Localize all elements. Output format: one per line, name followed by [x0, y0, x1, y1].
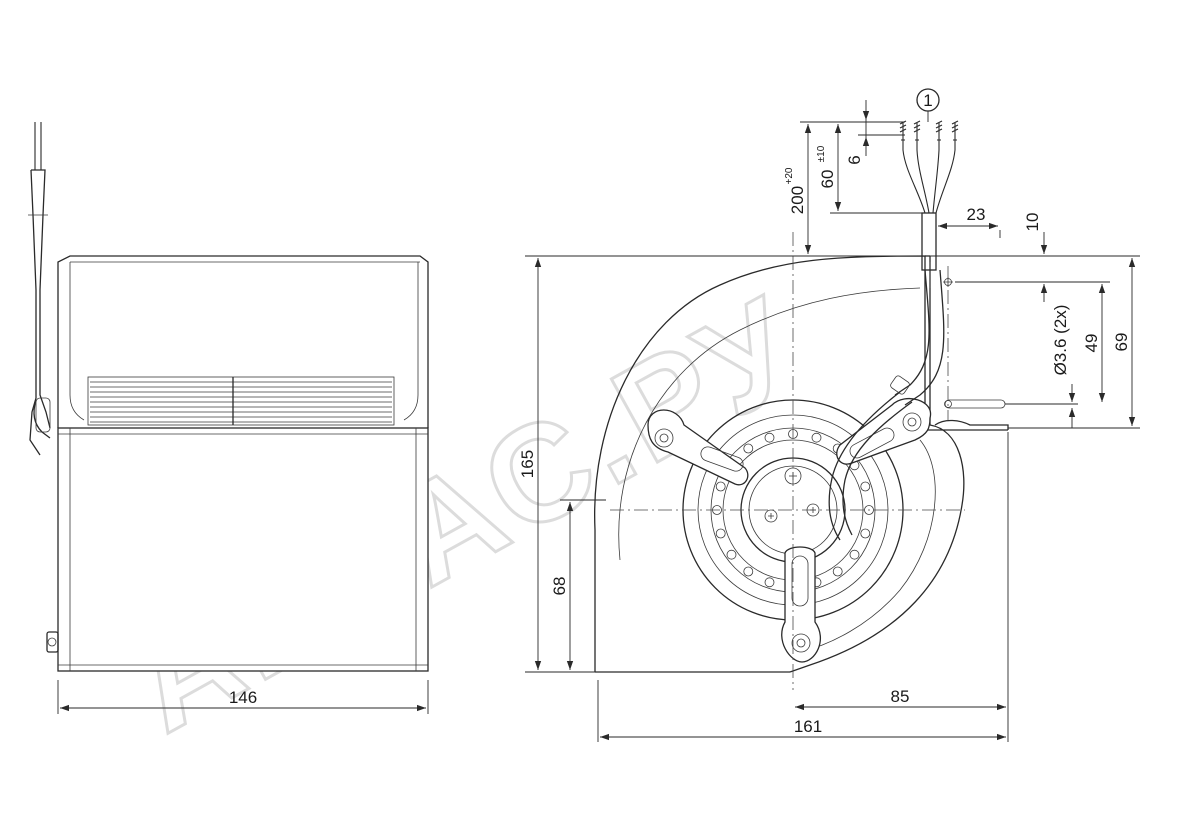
dim-height-outlet: 68 [550, 577, 569, 596]
rotor-hole [811, 432, 822, 443]
dim-mount-hole: Ø3.6 (2x) [1051, 305, 1070, 376]
wire-bundle [901, 123, 957, 214]
rotor-hole [849, 549, 860, 560]
wire-tip-strand [899, 124, 907, 129]
cable-sleeve [921, 212, 937, 271]
dim-width-right: 85 [891, 687, 910, 706]
rotor-hole [726, 549, 737, 560]
wire-tip-strand [951, 120, 959, 125]
dim-cable-offset: 23 [967, 205, 986, 224]
side-motor-body [57, 427, 429, 672]
mount-arm-left [647, 409, 749, 486]
wire-tip-strand [899, 128, 907, 133]
wire-tip-strand [951, 128, 959, 133]
rotor-hole [860, 528, 871, 539]
rotor-hole [764, 432, 775, 443]
mount-arm-right [836, 397, 932, 465]
mount-arm-bottom [781, 546, 821, 663]
wire-tip-strand [913, 128, 921, 133]
dim-mount-top: 10 [1023, 213, 1042, 232]
wire-tip-strand [913, 120, 921, 125]
dim-cable-length-tol: +20 [784, 167, 795, 184]
dim-mount-spacing: 49 [1082, 334, 1101, 353]
dim-flange-height: 69 [1112, 333, 1131, 352]
rotor-hole [864, 505, 874, 515]
rotor-hole [832, 566, 843, 577]
front-cable [894, 269, 930, 396]
scroll-housing [594, 255, 1008, 672]
wire-tip-strand [935, 128, 943, 133]
dim-strip-length: 60 [818, 170, 837, 189]
dim-strip-length-tol: ±10 [816, 145, 827, 162]
side-cable [31, 169, 51, 429]
wire-tip-strand [951, 124, 959, 129]
rotor-hole [743, 443, 754, 454]
rotor-hole [860, 481, 871, 492]
side-housing-top [57, 255, 429, 428]
side-connector [46, 631, 59, 653]
wire-tip-strand [935, 120, 943, 125]
dim-side-width: 146 [229, 688, 257, 707]
impeller-blades [87, 376, 395, 426]
front-view: 1 165 68 161 85 200 +20 [518, 88, 1140, 742]
side-view: 146 [28, 122, 429, 714]
rotor-hole [764, 577, 775, 588]
wire-tip-strand [899, 120, 907, 125]
mount-hole-lower [944, 400, 952, 408]
rotor-hole [715, 481, 726, 492]
wire-tips [899, 120, 959, 133]
dim-cable-length: 200 [788, 186, 807, 214]
wire-tip-strand [935, 124, 943, 129]
dim-width-total: 161 [794, 717, 822, 736]
dim-height-total: 165 [518, 450, 537, 478]
blade-lines [90, 381, 392, 423]
rotor-hole [715, 528, 726, 539]
dim-wire-strip: 6 [845, 155, 864, 164]
rotor-hole [743, 566, 754, 577]
callout-number: 1 [923, 91, 932, 110]
wire-tip-strand [913, 124, 921, 129]
